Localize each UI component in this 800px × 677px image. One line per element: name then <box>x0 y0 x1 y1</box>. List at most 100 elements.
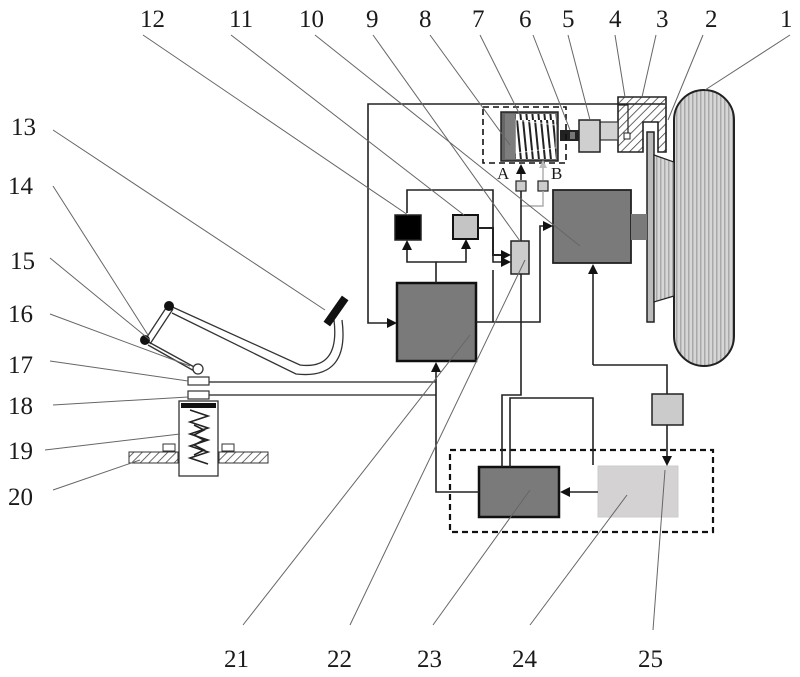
label-12: 12 <box>140 6 165 33</box>
label-19: 19 <box>8 438 33 465</box>
power-supply-boundary <box>448 448 715 534</box>
leader-8 <box>429 34 511 146</box>
mount-plate-left <box>128 451 179 464</box>
label-25: 25 <box>638 646 663 673</box>
leader-10 <box>314 34 581 247</box>
push-rod <box>599 121 619 141</box>
leader-22 <box>349 259 526 626</box>
leader-13 <box>52 129 326 311</box>
piston-block <box>578 119 601 153</box>
leader-14 <box>52 185 149 336</box>
leader-23 <box>432 489 531 626</box>
label-20: 20 <box>8 484 33 511</box>
motor-rotor <box>515 119 557 154</box>
leader-7 <box>479 34 521 116</box>
label-24: 24 <box>512 646 538 673</box>
pedal-link <box>144 304 174 345</box>
supply-controller-block <box>477 465 561 519</box>
mount-plate-right <box>218 451 269 464</box>
sensor-wire <box>618 104 629 133</box>
pedal-arm <box>167 304 344 376</box>
leader-11 <box>230 34 465 216</box>
leader-6 <box>532 34 571 131</box>
label-8: 8 <box>419 6 432 33</box>
brake-disc <box>646 131 655 323</box>
motor-shaft <box>631 214 647 240</box>
label-13: 13 <box>11 114 36 141</box>
wire-supply-to-controller <box>431 362 479 493</box>
leader-21 <box>242 334 471 626</box>
bolt-left <box>162 443 176 452</box>
label-21: 21 <box>224 646 249 673</box>
leader-16 <box>49 313 191 367</box>
wheel-tire <box>673 89 735 367</box>
port-a-sensor <box>515 180 527 192</box>
leader-19 <box>44 433 181 451</box>
coupler-detail <box>570 132 575 139</box>
label-11: 11 <box>229 6 253 33</box>
label-15: 15 <box>10 248 35 275</box>
wire-feedback-to-relay <box>406 189 511 267</box>
black-block <box>394 214 422 241</box>
label-4: 4 <box>609 6 622 33</box>
leader-18 <box>52 396 189 406</box>
wheel-hub <box>653 154 675 303</box>
leader-9 <box>372 34 521 242</box>
leader-24 <box>529 494 628 626</box>
top-labels: 12 11 10 9 8 7 6 5 4 3 2 1 <box>140 6 793 33</box>
label-1: 1 <box>780 6 793 33</box>
motor-stator <box>505 114 515 159</box>
battery-block <box>597 465 679 518</box>
pedal-rod <box>144 339 197 373</box>
actuator-module-boundary <box>482 106 567 164</box>
ball-joint <box>192 363 204 375</box>
leader-2 <box>667 34 704 121</box>
current-sensor-block <box>651 393 684 426</box>
relay-block <box>510 240 530 275</box>
leader-lines <box>44 34 791 631</box>
motor-coil <box>516 114 556 159</box>
label-16: 16 <box>8 301 33 328</box>
label-3: 3 <box>656 6 669 33</box>
wire-to-sensor <box>593 364 668 394</box>
label-7: 7 <box>472 6 485 33</box>
label-10: 10 <box>299 6 324 33</box>
sensor-disk-2 <box>187 390 210 400</box>
light-block <box>452 214 479 240</box>
leader-3 <box>641 34 657 98</box>
sensor-disk-1 <box>187 376 210 386</box>
port-b-arrowhead <box>539 160 547 168</box>
coupler <box>560 130 579 141</box>
leader-20 <box>52 459 141 491</box>
leader-5 <box>567 34 591 121</box>
central-controller-block <box>395 281 478 363</box>
leader-12 <box>142 34 409 216</box>
wire-controller-to-light <box>436 239 471 263</box>
pivot-upper <box>164 301 174 311</box>
label-14: 14 <box>8 173 34 200</box>
bottom-labels: 21 22 23 24 25 <box>224 646 663 673</box>
wire-battery-to-supply <box>509 397 594 467</box>
label-6: 6 <box>519 6 532 33</box>
port-b-sensor <box>537 180 549 192</box>
label-18: 18 <box>8 393 33 420</box>
port-a-label: A <box>497 164 510 183</box>
spring-inner <box>192 424 206 456</box>
motor-controller-block <box>552 189 632 264</box>
left-labels: 13 14 15 16 17 18 19 20 <box>8 114 36 511</box>
leader-4 <box>614 34 626 98</box>
caliper-sensor <box>623 132 631 140</box>
label-23: 23 <box>417 646 442 673</box>
label-9: 9 <box>366 6 379 33</box>
leader-25 <box>652 469 666 631</box>
brake-pedal-assembly <box>128 295 349 477</box>
leader-17 <box>49 360 189 382</box>
spring-cap <box>181 403 216 408</box>
wire-controller-to-motor <box>476 221 553 323</box>
wire-light-to-relay <box>478 227 511 260</box>
label-2: 2 <box>705 6 718 33</box>
pedal-pad <box>323 295 349 327</box>
port-b-label: B <box>551 164 562 183</box>
